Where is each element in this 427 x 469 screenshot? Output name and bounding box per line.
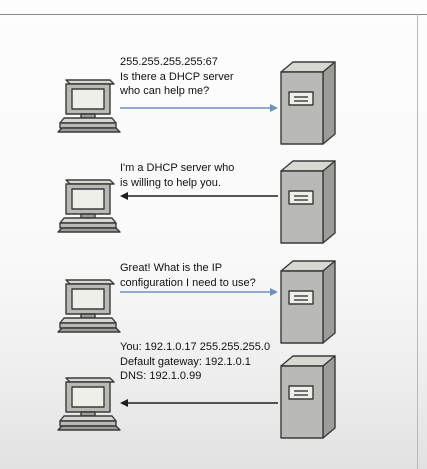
message-line: You: 192.1.0.17 255.255.255.0 [120, 341, 271, 353]
server-icon [279, 259, 337, 345]
computer-icon [56, 278, 122, 334]
computer-icon [56, 78, 122, 134]
message-line: Default gateway: 192.1.0.1 [120, 355, 251, 368]
server-icon [279, 60, 337, 146]
message-line: Is there a DHCP server [120, 70, 234, 83]
message-line: 255.255.255.255:67 [120, 56, 218, 68]
computer-icon [56, 376, 122, 432]
message-line: Great! What is the IP [120, 262, 223, 274]
exchange-row-2: I'm a DHCP server who is willing to help … [0, 150, 427, 260]
message-text: Great! What is the IP configuration I nee… [120, 261, 256, 290]
exchange-row-1: 255.255.255.255:67 Is there a DHCP server… [0, 45, 427, 155]
arrow-right-icon [120, 287, 278, 297]
right-border [417, 14, 418, 469]
arrow-left-icon [120, 398, 278, 408]
arrow-right-icon [120, 103, 278, 113]
message-line: DNS: 192.1.0.99 [120, 370, 202, 382]
computer-icon [56, 178, 122, 234]
exchange-row-3: Great! What is the IP configuration I nee… [0, 248, 427, 358]
arrow-left-icon [120, 191, 278, 201]
message-line: who can help me? [120, 85, 210, 97]
message-line: configuration I need to use? [120, 276, 256, 289]
server-icon [279, 159, 337, 245]
message-text: 255.255.255.255:67 Is there a DHCP server… [120, 55, 234, 99]
top-border [0, 14, 427, 15]
message-line: I'm a DHCP server who [120, 162, 235, 174]
message-text: I'm a DHCP server who is willing to help … [120, 161, 234, 190]
message-line: is willing to help you. [120, 176, 221, 189]
server-icon [279, 354, 337, 440]
